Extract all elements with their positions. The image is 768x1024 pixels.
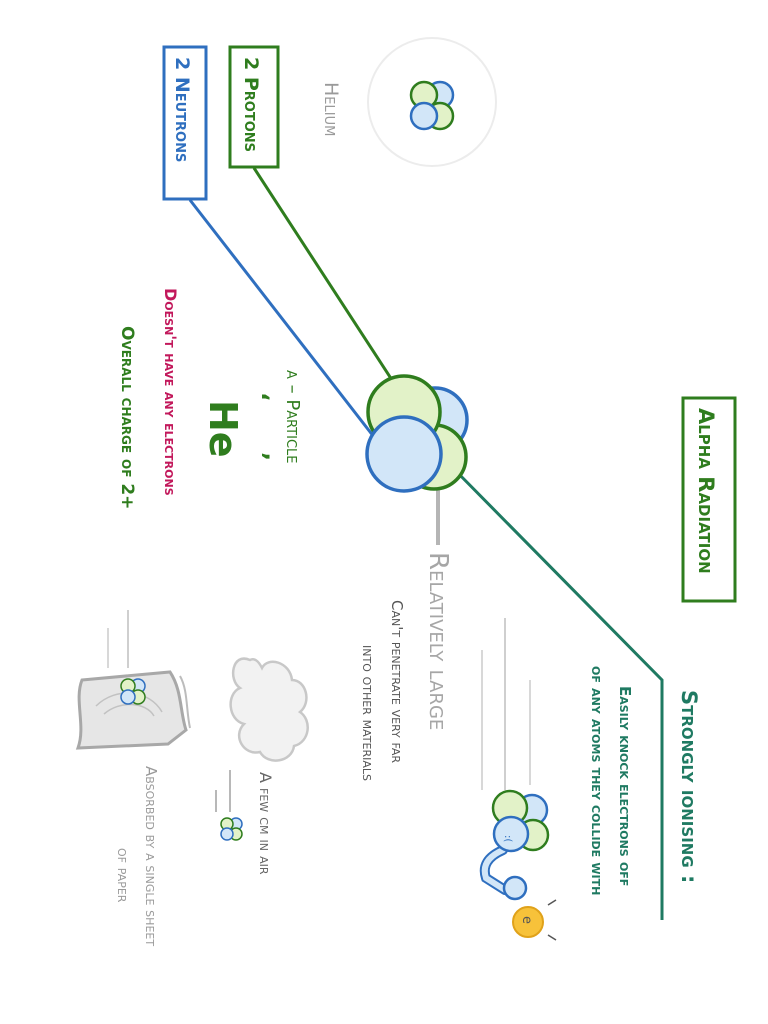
helium-atom-icon	[367, 37, 497, 167]
alpha-particle-icon	[365, 374, 469, 493]
protons-connector-line	[252, 167, 407, 401]
title-box	[681, 396, 737, 603]
neutrons-box	[162, 45, 208, 201]
protons-label: 2 Protons	[240, 57, 262, 152]
no-electrons-note: Doesn't have any electrons	[161, 288, 180, 496]
cloud-icon	[229, 657, 309, 762]
absorbed-line2: of paper	[114, 848, 132, 903]
title: Alpha Radiation	[694, 408, 718, 574]
electron-icon: e	[512, 899, 557, 941]
relatively-large-label: Relatively large	[423, 552, 453, 730]
ionising-line1: Easily knock electrons off	[616, 686, 634, 886]
small-alpha-air-icon	[215, 770, 243, 841]
protons-box	[228, 45, 280, 169]
he-open-quote: ‘	[246, 392, 274, 401]
he-close-quote: ’	[246, 452, 274, 461]
cant-penetrate-line2: into other materials	[359, 645, 377, 781]
alpha-particle-label: α – Particle	[282, 370, 303, 463]
paper-sheet-icon	[75, 610, 191, 750]
few-cm-air-label: A few cm in air	[256, 772, 275, 875]
cant-penetrate-line1: Can't penetrate very far	[388, 600, 406, 763]
strongly-ionising-label: Strongly ionising :	[677, 690, 701, 883]
svg-text::(: :(	[502, 835, 513, 842]
ionising-line2: of any atoms they collide with	[588, 666, 606, 895]
ionising-connector-line	[448, 463, 664, 920]
punching-alpha-character-icon: :(	[479, 618, 550, 901]
overall-charge-note: Overall charge of 2+	[117, 326, 137, 509]
absorbed-line1: Absorbed by a single sheet	[142, 766, 160, 946]
neutrons-connector-line	[188, 199, 390, 456]
helium-label: Helium	[320, 82, 342, 136]
he-symbol: He	[201, 400, 245, 458]
neutrons-label: 2 Neutrons	[171, 57, 193, 162]
svg-text:e: e	[519, 916, 534, 924]
